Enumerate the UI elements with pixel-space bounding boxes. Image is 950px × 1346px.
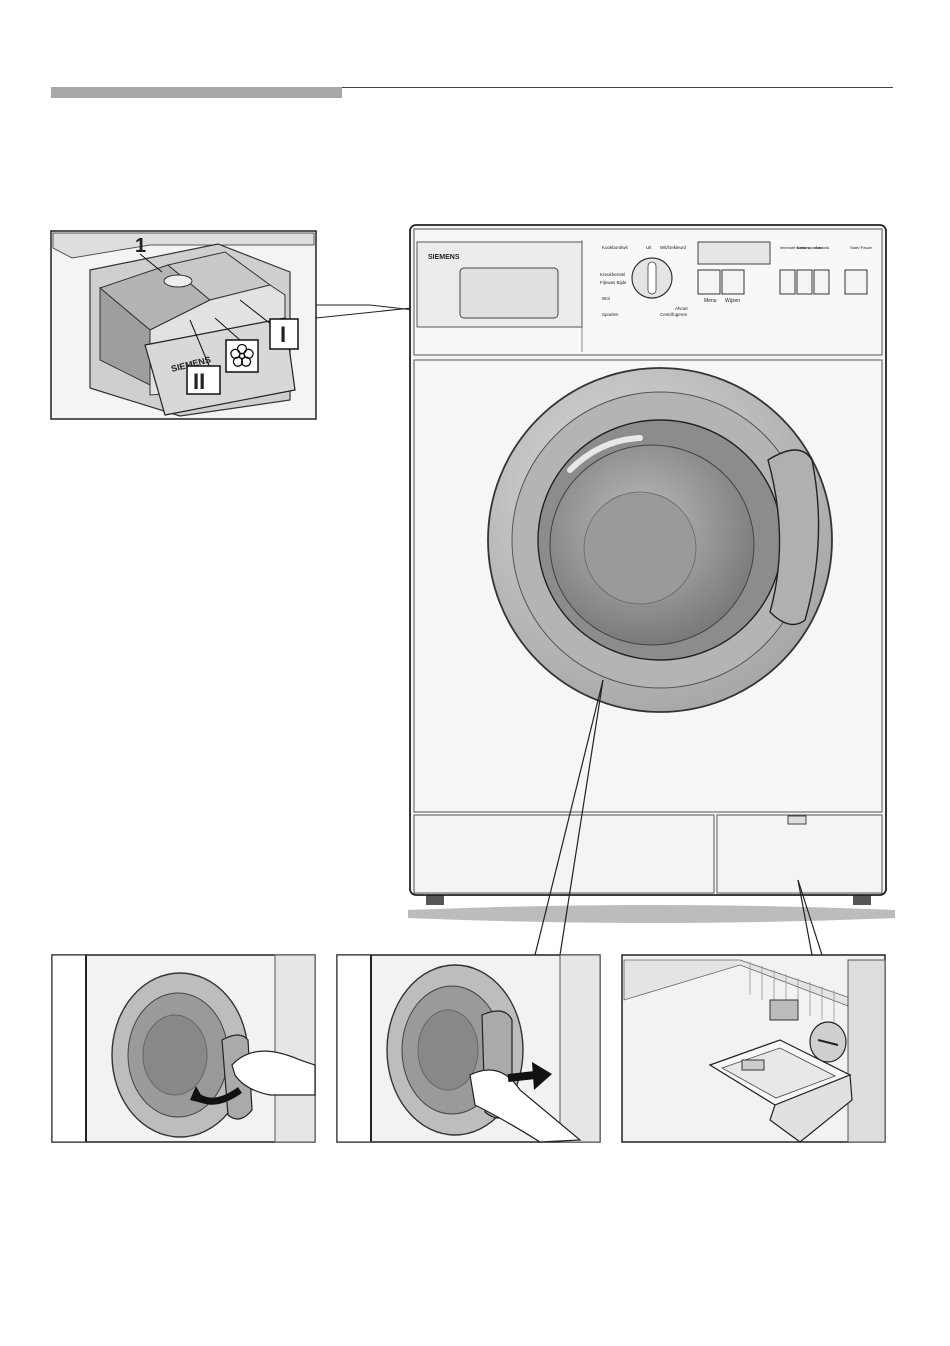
- svg-text:Kookbont/wit: Kookbont/wit: [602, 245, 629, 250]
- option-labels: Intensief wassen Extra spoelen Aanknik S…: [780, 245, 873, 250]
- start-pause-button[interactable]: [845, 270, 867, 294]
- svg-text:Wit/Gekleurd: Wit/Gekleurd: [660, 245, 687, 250]
- menu-button[interactable]: [698, 270, 720, 294]
- plinth-left: [414, 815, 714, 893]
- svg-text:Centrifugeren: Centrifugeren: [660, 312, 688, 317]
- option-button-3[interactable]: [814, 270, 829, 294]
- arrow-push-icon: [508, 1075, 535, 1078]
- service-flap[interactable]: [717, 815, 882, 893]
- change-button[interactable]: [722, 270, 744, 294]
- svg-text:Aanknik: Aanknik: [815, 245, 829, 250]
- detail-drawer-panel: SIEMENS 1 II I: [51, 231, 316, 419]
- svg-text:Uit: Uit: [646, 245, 652, 250]
- prewash-label: I: [280, 322, 286, 347]
- flap-catch[interactable]: [788, 816, 806, 824]
- detail-pump-filter: [622, 955, 885, 1142]
- main-wash-label: II: [193, 369, 205, 394]
- intensive-wash-button[interactable]: [780, 270, 795, 294]
- brand-logo-text: SIEMENS: [428, 254, 460, 261]
- detail-close-door: [337, 955, 600, 1142]
- svg-text:Fijnwas Bijde: Fijnwas Bijde: [600, 280, 627, 285]
- detail-open-door: [52, 955, 315, 1142]
- extra-rinse-button[interactable]: [797, 270, 812, 294]
- svg-text:Start/ Pauze: Start/ Pauze: [850, 245, 873, 250]
- svg-text:Wol: Wol: [602, 296, 610, 301]
- drawer-handle[interactable]: [460, 268, 558, 318]
- svg-text:Kreukherstel: Kreukherstel: [600, 272, 625, 277]
- callout-number: 1: [135, 235, 146, 257]
- svg-text:Afvoer: Afvoer: [675, 306, 689, 311]
- floor-shadow: [408, 905, 895, 923]
- menu-button-label: Menu: [704, 298, 717, 304]
- washing-machine: SIEMENS Kookbont/wit Kreukherstel Fijnwa…: [408, 225, 895, 923]
- svg-text:Spoelen: Spoelen: [602, 312, 619, 317]
- change-button-label: Wijzen: [725, 298, 740, 304]
- display: [698, 242, 770, 264]
